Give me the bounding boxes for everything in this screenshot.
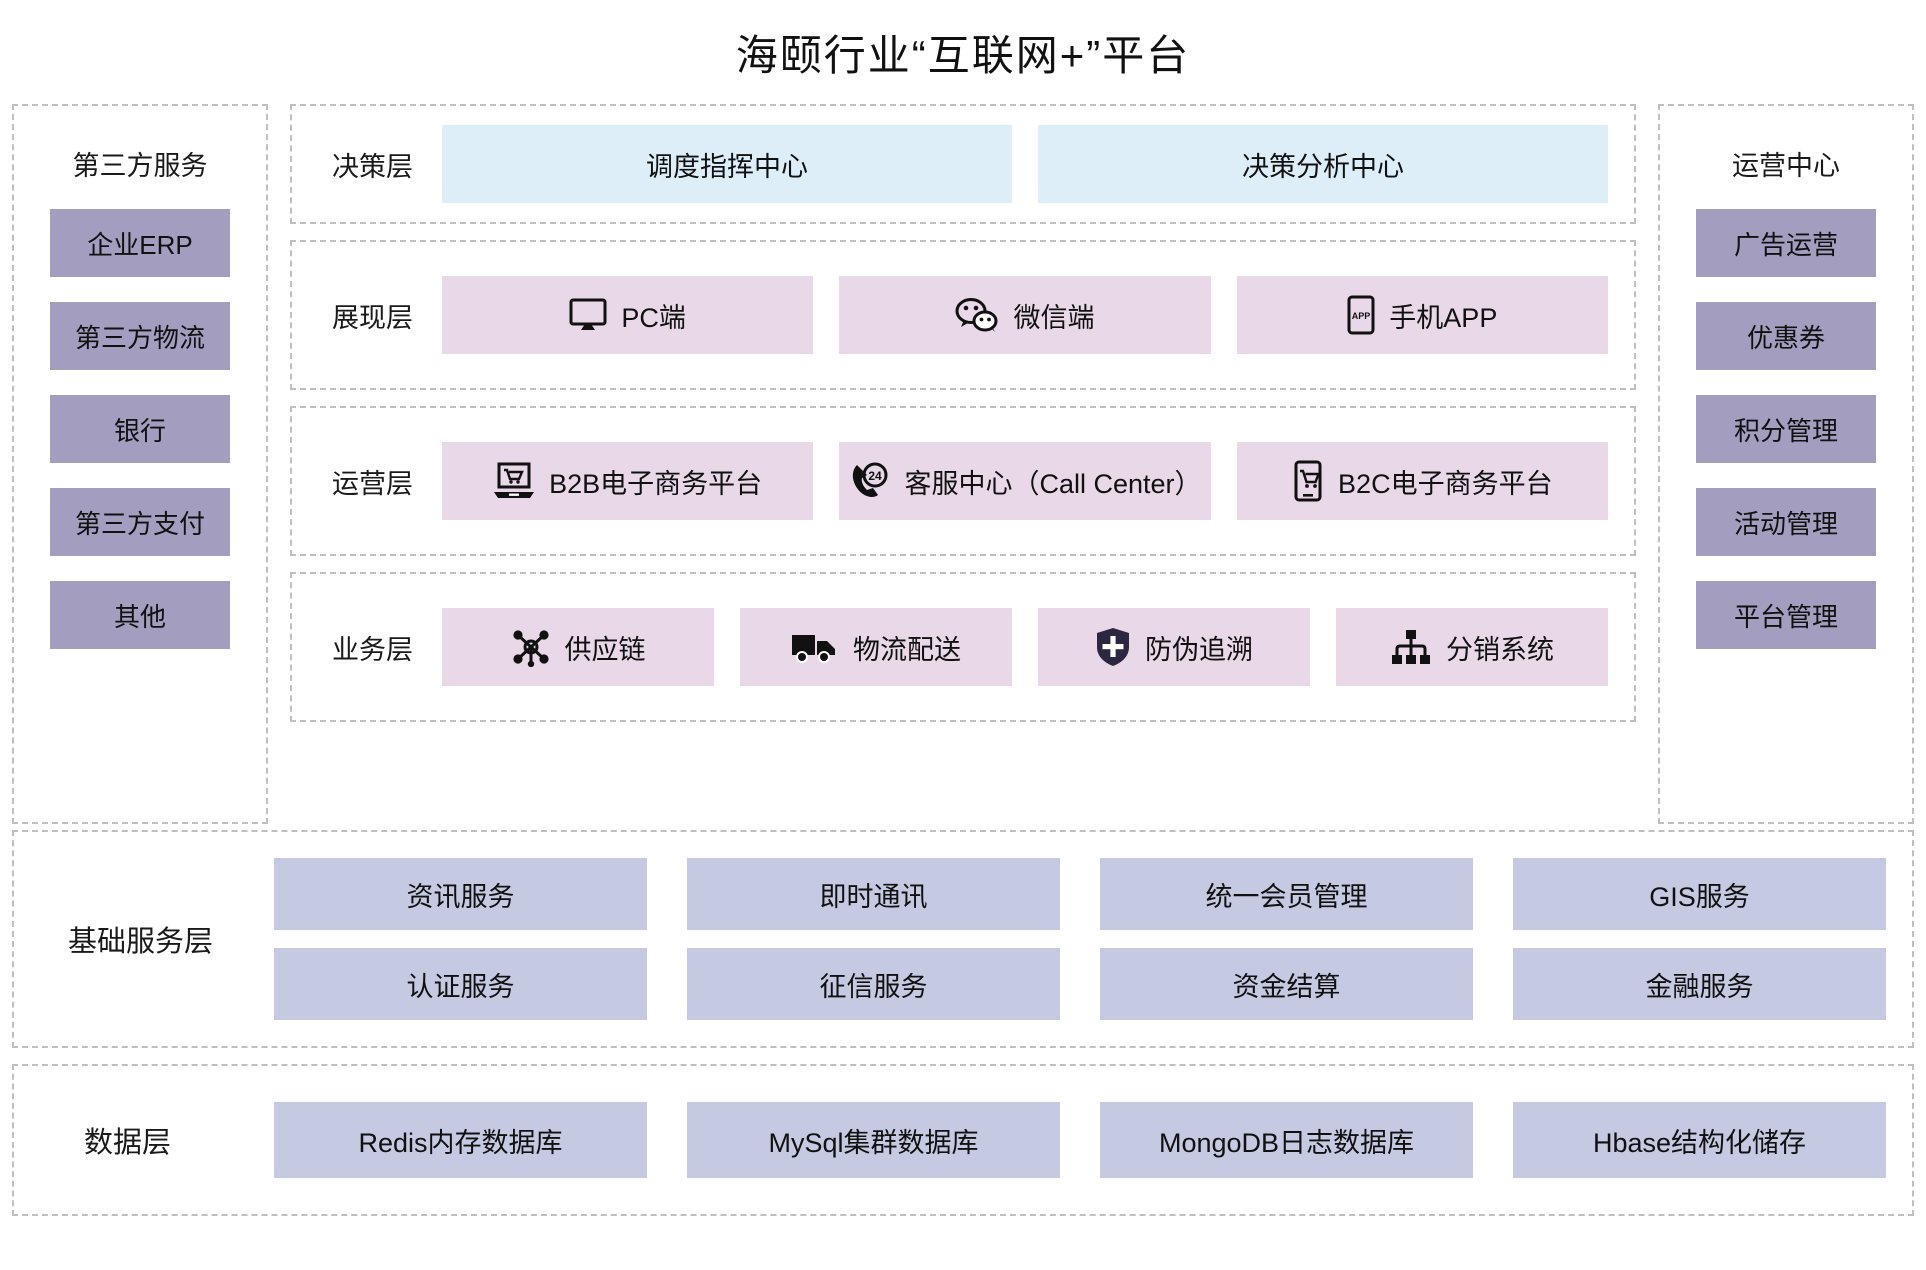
cell-information-service[interactable]: 资讯服务 xyxy=(274,858,647,930)
sidebar-item-third-party-payment[interactable]: 第三方支付 xyxy=(50,488,230,556)
sidebar-item-platform-management[interactable]: 平台管理 xyxy=(1696,581,1876,649)
data-layer-grid: Redis内存数据库 MySql集群数据库 MongoDB日志数据库 Hbase… xyxy=(274,1102,1886,1178)
cell-label: 分销系统 xyxy=(1446,634,1554,665)
data-layer-label: 数据层 xyxy=(84,1127,172,1159)
business-layer: 业务层 xyxy=(290,572,1636,722)
decision-layer-label: 决策层 xyxy=(332,151,413,182)
cell-label: PC端 xyxy=(621,302,686,333)
architecture-diagram: 第三方服务 企业ERP 第三方物流 银行 第三方支付 其他 决策层 调度指挥中心… xyxy=(0,104,1926,1270)
sidebar-item-bank[interactable]: 银行 xyxy=(50,395,230,463)
sidebar-item-ad-operation[interactable]: 广告运营 xyxy=(1696,209,1876,277)
third-party-service-title: 第三方服务 xyxy=(72,151,208,181)
base-service-row: 资讯服务 即时通讯 统一会员管理 GIS服务 xyxy=(274,858,1886,930)
cell-pc-client[interactable]: PC端 xyxy=(442,276,814,354)
cell-logistics-delivery[interactable]: 物流配送 xyxy=(740,608,1012,686)
operation-layer: 运营层 B2B电子 xyxy=(290,406,1636,556)
monitor-icon xyxy=(569,298,607,332)
cell-unified-member-management[interactable]: 统一会员管理 xyxy=(1100,858,1473,930)
cell-call-center[interactable]: 24 客服中心（Call Center） xyxy=(839,442,1211,520)
third-party-service-panel: 第三方服务 企业ERP 第三方物流 银行 第三方支付 其他 xyxy=(12,104,268,824)
cell-distribution-system[interactable]: 分销系统 xyxy=(1336,608,1608,686)
sidebar-item-coupon[interactable]: 优惠券 xyxy=(1696,302,1876,370)
cell-label: 客服中心（Call Center） xyxy=(904,468,1202,499)
page-title: 海颐行业“互联网+”平台 xyxy=(735,32,1191,79)
cell-financial-service[interactable]: 金融服务 xyxy=(1513,948,1886,1020)
hierarchy-icon xyxy=(1390,629,1432,665)
cell-dispatch-command-center[interactable]: 调度指挥中心 xyxy=(442,125,1012,203)
cell-label: 防伪追溯 xyxy=(1145,634,1253,665)
top-band: 第三方服务 企业ERP 第三方物流 银行 第三方支付 其他 决策层 调度指挥中心… xyxy=(0,104,1926,824)
cell-anti-counterfeit-trace[interactable]: 防伪追溯 xyxy=(1038,608,1310,686)
phone-24-icon: 24 xyxy=(848,461,890,501)
shield-icon xyxy=(1095,627,1131,667)
operation-layer-label: 运营层 xyxy=(332,468,413,499)
svg-text:APP: APP xyxy=(1352,311,1371,321)
cell-hbase-structured-storage[interactable]: Hbase结构化储存 xyxy=(1513,1102,1886,1178)
base-service-layer-label: 基础服务层 xyxy=(68,926,214,958)
presentation-layer-label: 展现层 xyxy=(332,302,413,333)
cell-gis-service[interactable]: GIS服务 xyxy=(1513,858,1886,930)
sidebar-item-activity-management[interactable]: 活动管理 xyxy=(1696,488,1876,556)
cell-label: 手机APP xyxy=(1389,302,1498,333)
business-layer-cells: 供应链 物流配送 xyxy=(442,608,1608,686)
sidebar-item-third-party-logistics[interactable]: 第三方物流 xyxy=(50,302,230,370)
svg-text:24: 24 xyxy=(869,469,883,483)
cell-mongodb-log-db[interactable]: MongoDB日志数据库 xyxy=(1100,1102,1473,1178)
cell-wechat-client[interactable]: 微信端 xyxy=(839,276,1211,354)
supply-chain-icon xyxy=(511,627,551,667)
business-layer-label: 业务层 xyxy=(332,634,413,665)
cell-label: 微信端 xyxy=(1013,302,1095,333)
operation-center-panel: 运营中心 广告运营 优惠券 积分管理 活动管理 平台管理 xyxy=(1658,104,1914,824)
cell-mysql-cluster-db[interactable]: MySql集群数据库 xyxy=(687,1102,1060,1178)
base-service-row: 认证服务 征信服务 资金结算 金融服务 xyxy=(274,948,1886,1020)
cell-label: B2B电子商务平台 xyxy=(549,468,763,499)
wechat-icon xyxy=(955,297,999,333)
cell-label: 物流配送 xyxy=(853,634,961,665)
operation-center-title: 运营中心 xyxy=(1732,151,1840,181)
base-service-layer: 基础服务层 资讯服务 即时通讯 统一会员管理 GIS服务 认证服务 征信服务 资… xyxy=(12,830,1914,1048)
cell-credit-service[interactable]: 征信服务 xyxy=(687,948,1060,1020)
base-service-grid: 资讯服务 即时通讯 统一会员管理 GIS服务 认证服务 征信服务 资金结算 金融… xyxy=(274,858,1886,1020)
cell-authentication-service[interactable]: 认证服务 xyxy=(274,948,647,1020)
cell-b2c-platform[interactable]: B2C电子商务平台 xyxy=(1236,442,1608,520)
sidebar-item-other[interactable]: 其他 xyxy=(50,581,230,649)
decision-layer: 决策层 调度指挥中心 决策分析中心 xyxy=(290,104,1636,224)
presentation-layer: 展现层 PC端 xyxy=(290,240,1636,390)
sidebar-item-enterprise-erp[interactable]: 企业ERP xyxy=(50,209,230,277)
cell-decision-analysis-center[interactable]: 决策分析中心 xyxy=(1038,125,1608,203)
cell-mobile-app[interactable]: APP 手机APP xyxy=(1236,276,1608,354)
truck-icon xyxy=(791,630,839,664)
mobile-app-icon: APP xyxy=(1347,295,1375,335)
operation-layer-cells: B2B电子商务平台 24 客服中心（Call Center） xyxy=(442,442,1608,520)
cell-supply-chain[interactable]: 供应链 xyxy=(442,608,714,686)
cell-redis-memory-db[interactable]: Redis内存数据库 xyxy=(274,1102,647,1178)
sidebar-item-points-management[interactable]: 积分管理 xyxy=(1696,395,1876,463)
laptop-cart-icon xyxy=(493,462,535,500)
mobile-cart-icon xyxy=(1292,460,1324,502)
presentation-layer-cells: PC端 xyxy=(442,276,1608,354)
cell-label: 供应链 xyxy=(564,634,646,665)
cell-b2b-platform[interactable]: B2B电子商务平台 xyxy=(442,442,814,520)
decision-layer-cells: 调度指挥中心 决策分析中心 xyxy=(442,125,1608,203)
cell-label: B2C电子商务平台 xyxy=(1338,468,1553,499)
data-layer: 数据层 Redis内存数据库 MySql集群数据库 MongoDB日志数据库 H… xyxy=(12,1064,1914,1216)
cell-label: 决策分析中心 xyxy=(1242,151,1404,182)
cell-label: 调度指挥中心 xyxy=(646,151,808,182)
center-layer-stack: 决策层 调度指挥中心 决策分析中心 展现层 xyxy=(290,104,1636,824)
cell-instant-messaging[interactable]: 即时通讯 xyxy=(687,858,1060,930)
cell-fund-settlement[interactable]: 资金结算 xyxy=(1100,948,1473,1020)
